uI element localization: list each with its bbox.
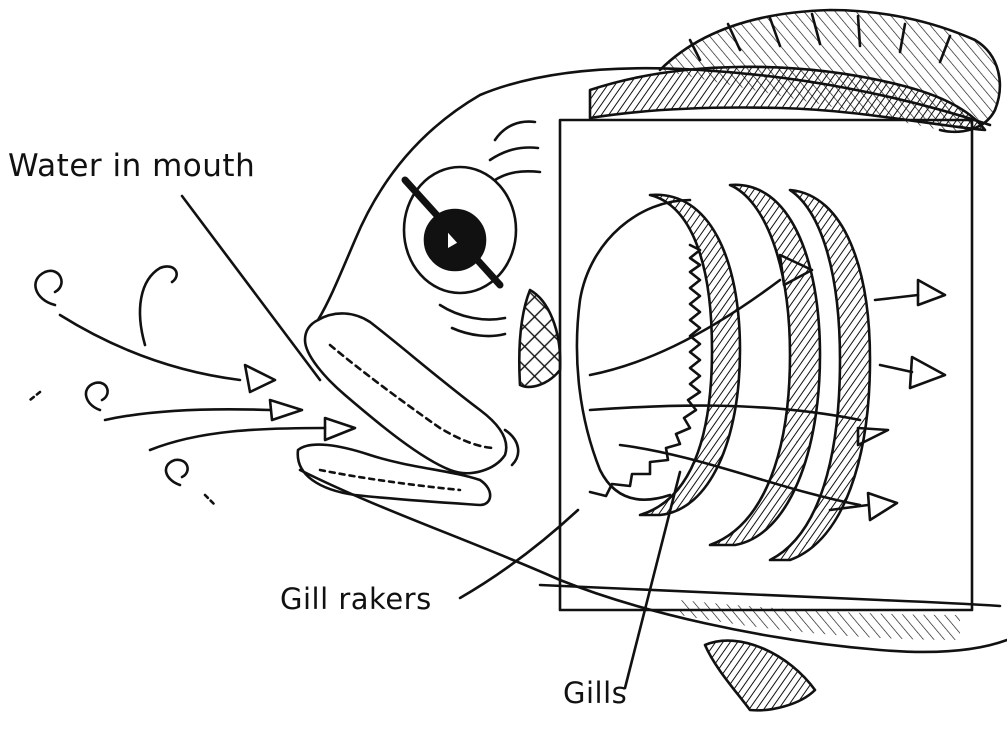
pelvic-fin [705,641,815,711]
label-gill-rakers: Gill rakers [280,582,432,616]
gill-arches [640,185,870,560]
belly-shading [680,600,960,640]
upper-lip [305,313,506,473]
label-gills: Gills [563,676,627,710]
label-water-in-mouth: Water in mouth [8,148,255,184]
water-swirls [30,266,355,505]
leader-gills [625,472,680,688]
leader-water-in-mouth [182,196,320,380]
lower-jaw [298,445,490,505]
fish-eye [404,167,516,293]
cheek-scales [519,290,560,387]
